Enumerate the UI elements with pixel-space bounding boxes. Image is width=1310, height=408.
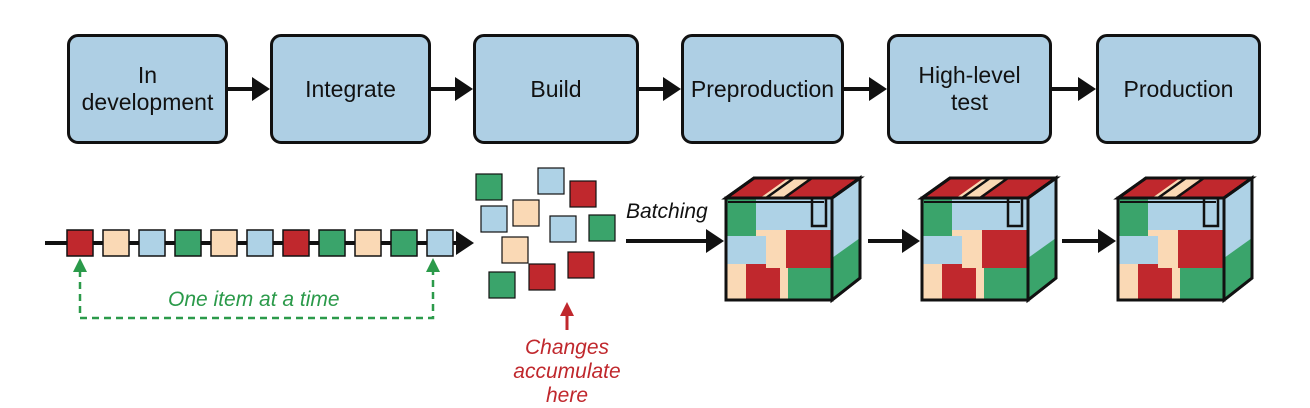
box-patch — [984, 268, 1028, 300]
bracket-arrow-right — [426, 258, 440, 272]
item-square — [66, 229, 94, 257]
item-square — [210, 229, 238, 257]
stage-label: Integrate — [305, 75, 396, 102]
batch-arrow-1-head — [902, 229, 920, 253]
stage-arrow-1-head — [455, 77, 473, 101]
item-square — [390, 229, 418, 257]
one-at-a-time-bracket — [78, 270, 435, 320]
box-patch — [922, 236, 962, 264]
accumulated-change — [567, 251, 595, 279]
changes-label: Changes accumulate here — [513, 336, 621, 407]
changes-pointer-head — [560, 302, 574, 316]
box-front-fill — [1118, 198, 1224, 300]
accumulated-change — [569, 180, 597, 208]
stage-label: In development — [81, 62, 214, 115]
box-front-fill — [922, 198, 1028, 300]
stage-build: Build — [473, 34, 639, 144]
bracket-arrow-left — [73, 258, 87, 272]
batching-arrow-head — [706, 229, 724, 253]
stage-label: High-level test — [918, 62, 1021, 115]
box-front-fill — [726, 198, 832, 300]
accumulated-change — [588, 214, 616, 242]
one-item-label: One item at a time — [168, 288, 340, 311]
box-patch — [982, 230, 1028, 268]
accumulated-change — [528, 263, 556, 291]
box-patch — [786, 230, 832, 268]
box-tape-line — [783, 176, 813, 200]
box-side-edge — [1222, 175, 1254, 304]
item-square — [102, 229, 130, 257]
item-square — [138, 229, 166, 257]
box-patch — [922, 198, 952, 236]
accumulated-change — [549, 215, 577, 243]
stage-label: Preproduction — [690, 75, 835, 102]
box-tape-line — [765, 176, 795, 200]
stage-arrow-3-head — [869, 77, 887, 101]
item-square — [426, 229, 454, 257]
accumulated-change — [501, 236, 529, 264]
timeline-arrow-head — [456, 231, 474, 255]
box-patch — [1180, 268, 1224, 300]
batch-box-0 — [721, 175, 865, 304]
item-square — [246, 229, 274, 257]
box-patch — [1148, 198, 1224, 230]
stage-integrate: Integrate — [270, 34, 431, 144]
item-square — [282, 229, 310, 257]
box-tape-line — [961, 176, 991, 200]
stage-production: Production — [1096, 34, 1261, 144]
box-side-patch — [1028, 238, 1056, 300]
box-side-patch — [832, 238, 860, 300]
box-tape-flap — [810, 198, 828, 228]
box-tape-flap — [1006, 198, 1024, 228]
box-patch — [1158, 248, 1178, 268]
box-patch — [952, 198, 1028, 230]
box-patch — [962, 248, 982, 268]
accumulated-change — [537, 167, 565, 195]
box-patch — [788, 268, 832, 300]
stage-arrow-4-head — [1078, 77, 1096, 101]
box-side-edge — [1026, 175, 1058, 304]
batch-box-1 — [917, 175, 1061, 304]
stage-arrow-0-head — [252, 77, 270, 101]
stage-label: Build — [530, 75, 582, 102]
item-square — [354, 229, 382, 257]
box-patch — [726, 198, 756, 236]
batching-label: Batching — [626, 200, 708, 223]
stage-in-development: In development — [67, 34, 228, 144]
box-patch — [766, 248, 786, 268]
box-patch — [726, 236, 766, 264]
item-square — [318, 229, 346, 257]
accumulated-change — [475, 173, 503, 201]
box-side-patch — [1224, 238, 1252, 300]
box-patch — [756, 198, 832, 230]
box-patch — [1138, 264, 1172, 300]
accumulated-change — [512, 199, 540, 227]
box-tape-line — [1175, 176, 1205, 200]
box-patch — [1178, 230, 1224, 268]
stage-arrow-2-head — [663, 77, 681, 101]
item-square — [174, 229, 202, 257]
accumulated-change — [480, 205, 508, 233]
box-patch — [942, 264, 976, 300]
box-patch — [746, 264, 780, 300]
box-patch — [1118, 236, 1158, 264]
box-tape-line — [1157, 176, 1187, 200]
box-patch — [1118, 198, 1148, 236]
stage-high-level-test: High-level test — [887, 34, 1052, 144]
box-side-edge — [830, 175, 862, 304]
batch-arrow-2-head — [1098, 229, 1116, 253]
batch-box-2 — [1113, 175, 1257, 304]
box-tape-line — [979, 176, 1009, 200]
stage-label: Production — [1123, 75, 1234, 102]
box-tape-flap — [1202, 198, 1220, 228]
stage-preproduction: Preproduction — [681, 34, 844, 144]
accumulated-change — [488, 271, 516, 299]
